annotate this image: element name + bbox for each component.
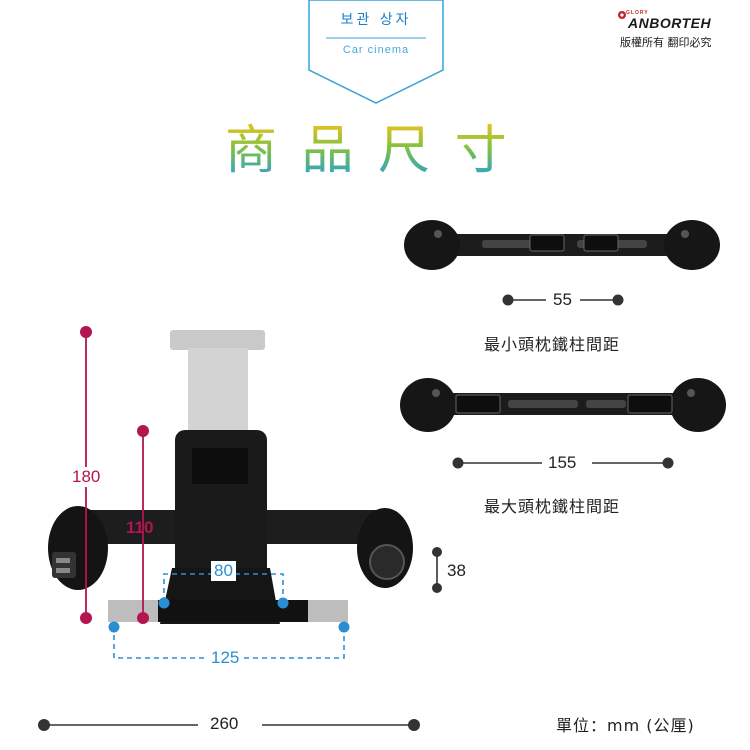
clamp-depth-marker	[432, 547, 442, 593]
brand-logo-icon	[618, 11, 626, 19]
clamp-width-marker	[158, 573, 289, 609]
bracket-min-image	[404, 220, 720, 270]
min-distance-caption: 最小頭枕鐵柱間距	[484, 335, 621, 354]
max-distance-caption: 最大頭枕鐵柱間距	[484, 497, 621, 516]
clamp-depth-label: 38	[447, 561, 466, 580]
brand-name: ANBORTEH	[628, 15, 712, 31]
max-dimension-line	[452, 457, 674, 469]
page-title: 商 品 尺 寸	[225, 121, 511, 181]
min-distance-value: 55	[553, 290, 572, 309]
shield-subtitle: Car cinema	[342, 44, 410, 56]
unit-note: 單位：mm (公厘)	[556, 716, 695, 735]
copyright-notice: 版權所有 翻印必究	[620, 36, 712, 49]
total-width-label: 260	[210, 714, 239, 733]
bracket-max-image	[400, 378, 726, 432]
page-title-graphic: 商 品 尺 寸	[225, 121, 511, 181]
height-110-marker	[137, 425, 149, 624]
total-width-marker	[38, 719, 420, 731]
clamp-width-label: 80	[211, 561, 236, 581]
header-shield-badge	[308, 0, 444, 104]
shield-title: 보관 상자	[340, 12, 412, 28]
height-holder-label: 110	[126, 518, 154, 537]
max-distance-value: 155	[548, 453, 577, 472]
product-holder-image	[48, 330, 413, 624]
height-total-label: 180	[70, 467, 103, 487]
min-dimension-line	[502, 294, 624, 306]
base-width-label: 125	[208, 648, 243, 668]
brand-glory: GLORY	[626, 10, 649, 16]
